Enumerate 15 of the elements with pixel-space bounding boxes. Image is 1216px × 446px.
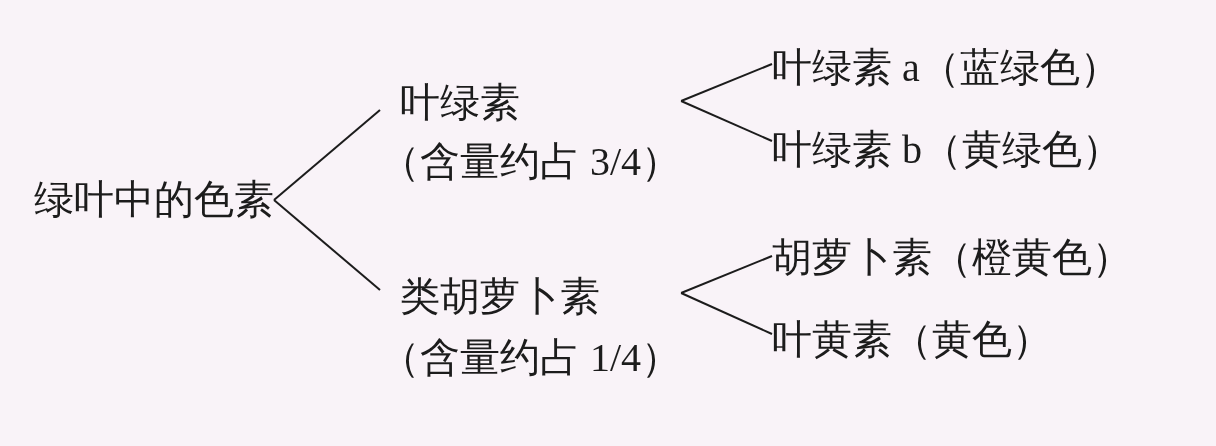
bracket-line <box>273 109 381 201</box>
bracket-line <box>680 292 773 335</box>
term-label: 绿叶中的色素 <box>34 180 274 220</box>
term-label: 叶绿素 a（蓝绿色） <box>772 48 1120 88</box>
share-note: （含量约占 1/4） <box>380 338 682 378</box>
share-note: （含量约占 3/4） <box>380 142 682 182</box>
bracket-line <box>273 199 381 291</box>
term-label: 叶黄素（黄色） <box>772 320 1052 360</box>
term-label: 类胡萝卜素 <box>400 277 600 317</box>
term-label: 叶绿素 b（黄绿色） <box>772 130 1122 170</box>
term-label: 叶绿素 <box>400 83 520 123</box>
bracket-line <box>680 100 773 142</box>
term-label: 胡萝卜素（橙黄色） <box>772 238 1132 278</box>
bracket-line <box>680 63 773 102</box>
bracket-line <box>680 255 773 294</box>
